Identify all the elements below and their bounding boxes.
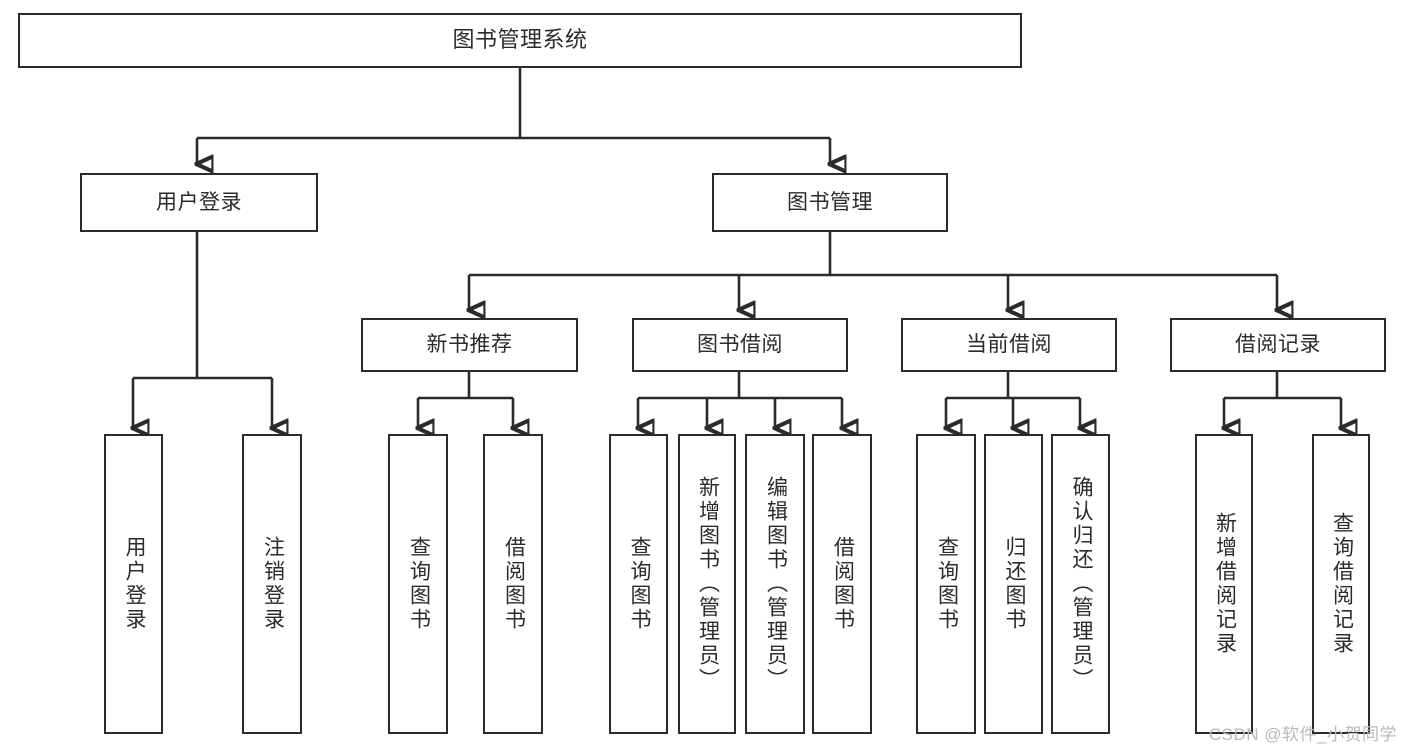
node-label: 新增图书（管理员）	[696, 476, 720, 692]
node-label: 查询图书	[935, 536, 959, 632]
node-label: 用户登录	[122, 536, 146, 632]
node-label: 图书管理系统	[452, 27, 588, 53]
node-label: 借阅记录	[1235, 333, 1321, 357]
node-label: 当前借阅	[966, 333, 1052, 357]
leaf-add-book-admin[interactable]: 新增图书（管理员）	[678, 434, 736, 734]
node-borrow-record[interactable]: 借阅记录	[1170, 318, 1386, 372]
leaf-query-borrow-record[interactable]: 查询借阅记录	[1312, 434, 1370, 734]
node-label: 归还图书	[1002, 536, 1026, 632]
leaf-return-book[interactable]: 归还图书	[984, 434, 1043, 734]
node-user-login[interactable]: 用户登录	[80, 173, 318, 232]
node-label: 新书推荐	[426, 333, 513, 357]
leaf-borrow-book-new-recommend[interactable]: 借阅图书	[483, 434, 543, 734]
leaf-logout-login[interactable]: 注销登录	[242, 434, 302, 734]
watermark: CSDN @软件_小贺同学	[1208, 725, 1397, 744]
node-label: 图书借阅	[697, 333, 783, 357]
node-label: 查询借阅记录	[1330, 512, 1354, 656]
leaf-confirm-return-admin[interactable]: 确认归还（管理员）	[1051, 434, 1110, 734]
node-label: 借阅图书	[502, 536, 526, 632]
node-label: 图书管理	[787, 190, 873, 214]
node-label: 新增借阅记录	[1213, 512, 1237, 656]
node-label: 注销登录	[261, 536, 285, 632]
node-label: 确认归还（管理员）	[1069, 476, 1093, 692]
leaf-query-book-borrow[interactable]: 查询图书	[609, 434, 668, 734]
leaf-user-login[interactable]: 用户登录	[104, 434, 163, 734]
node-book-management[interactable]: 图书管理	[712, 173, 948, 232]
node-label: 查询图书	[627, 536, 651, 632]
leaf-add-borrow-record[interactable]: 新增借阅记录	[1195, 434, 1253, 734]
node-label: 用户登录	[156, 190, 242, 214]
node-label: 查询图书	[407, 536, 431, 632]
node-root-book-management-system[interactable]: 图书管理系统	[18, 13, 1022, 68]
node-new-book-recommend[interactable]: 新书推荐	[361, 318, 578, 372]
node-label: 借阅图书	[831, 536, 855, 632]
leaf-query-book-new-recommend[interactable]: 查询图书	[388, 434, 448, 734]
node-label: 编辑图书（管理员）	[764, 476, 788, 692]
node-book-borrow[interactable]: 图书借阅	[632, 318, 848, 372]
leaf-query-book-current[interactable]: 查询图书	[916, 434, 976, 734]
leaf-edit-book-admin[interactable]: 编辑图书（管理员）	[745, 434, 805, 734]
leaf-borrow-book[interactable]: 借阅图书	[812, 434, 872, 734]
node-current-borrow[interactable]: 当前借阅	[901, 318, 1117, 372]
